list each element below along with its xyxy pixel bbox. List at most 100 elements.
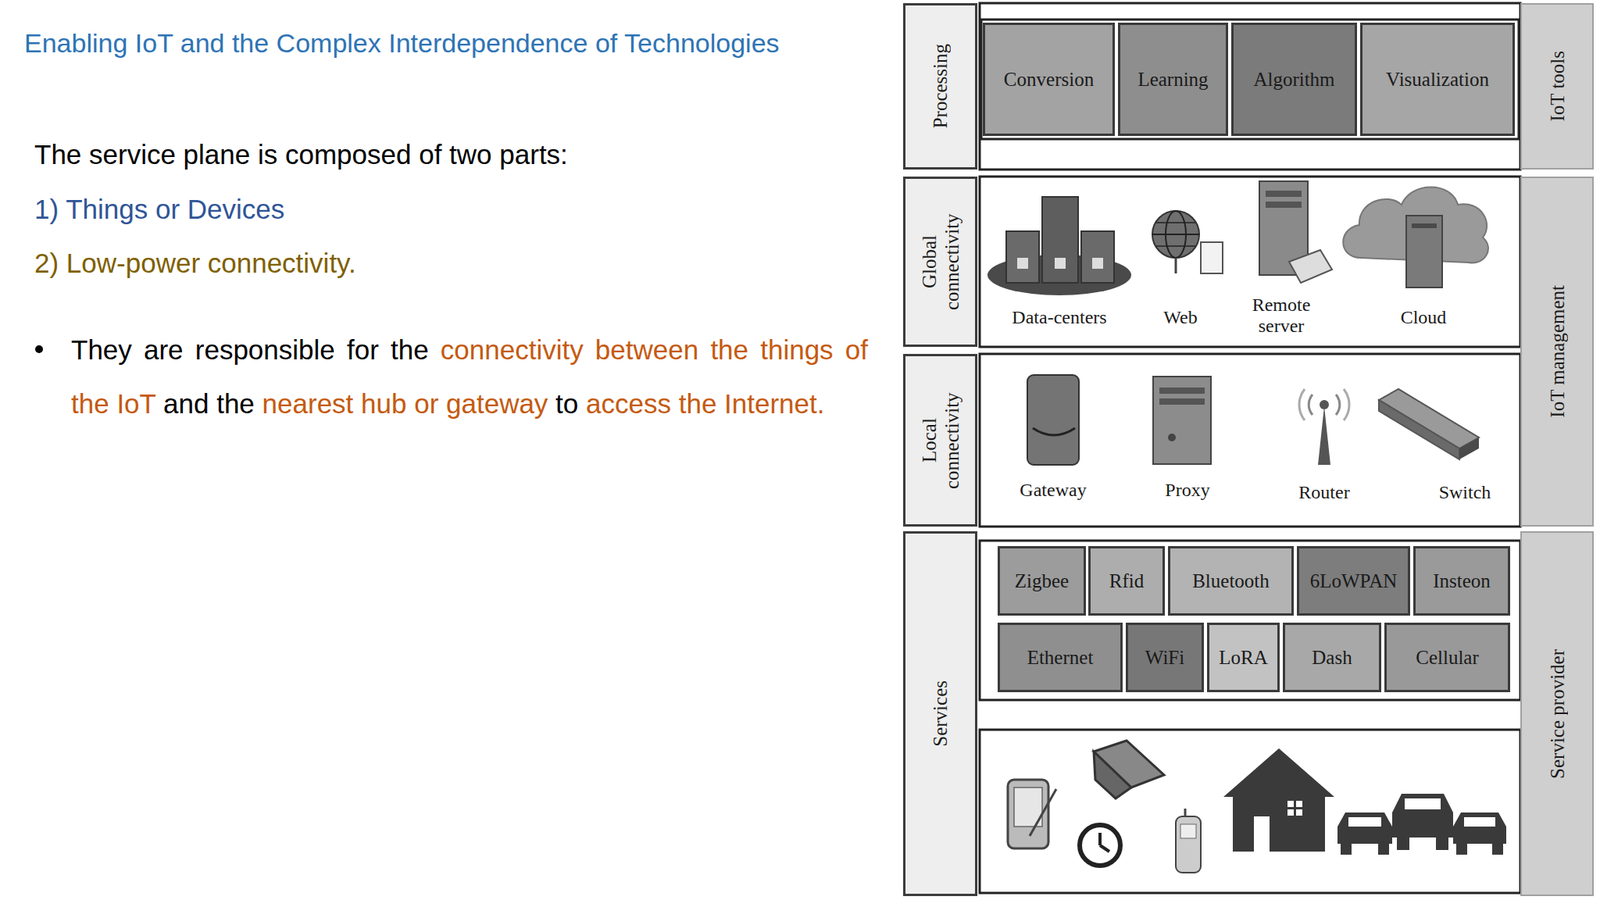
- phone-body: [1175, 816, 1201, 873]
- list-item: 2) Low-power connectivity.: [34, 246, 357, 281]
- box-label: WiFi: [1145, 646, 1185, 669]
- bullet-highlight: nearest hub or gateway: [262, 388, 549, 419]
- switch-front: [1378, 400, 1460, 460]
- signal-wave: [1343, 389, 1350, 421]
- globe: [1152, 210, 1200, 258]
- pda-icon: [1007, 779, 1057, 849]
- bullet-text: They are responsible for the: [71, 334, 429, 365]
- rack-panel: [1092, 257, 1104, 269]
- remote-server-icon: [1259, 181, 1333, 283]
- switch-icon: [1378, 389, 1479, 460]
- gateway-icon: [1027, 375, 1079, 465]
- car-window: [1404, 798, 1441, 810]
- drive-bay: [1265, 190, 1302, 197]
- box-label: LoRA: [1218, 646, 1268, 669]
- signal-wave: [1299, 389, 1305, 421]
- processing-panel: [979, 3, 1521, 170]
- layer-band: Services: [903, 531, 978, 897]
- box-label: Cellular: [1415, 646, 1479, 669]
- icon-caption: Web: [1141, 307, 1220, 329]
- clock-icon: [1079, 825, 1121, 866]
- side-band: IoT tools: [1520, 3, 1594, 170]
- window-pane: [1296, 809, 1303, 816]
- box-label: Ethernet: [1027, 646, 1094, 669]
- web-device: [1200, 242, 1223, 274]
- box-label: Bluetooth: [1192, 569, 1270, 593]
- layer-band: Global connectivity: [903, 176, 978, 347]
- server-rack: [1081, 231, 1115, 283]
- cloud-server: [1406, 215, 1443, 288]
- body-text: The service plane is composed of two par…: [34, 137, 568, 172]
- phone-screen: [1180, 824, 1197, 839]
- protocol-box: Cellular: [1384, 622, 1511, 693]
- protocol-box: Zigbee: [997, 546, 1086, 616]
- protocol-panel: [979, 540, 1521, 700]
- clock-hand: [1098, 832, 1102, 846]
- car-icon: [1392, 793, 1454, 850]
- phone-antenna: [1184, 808, 1187, 818]
- antenna-tip: [1319, 400, 1329, 410]
- proxy-icon: [1153, 376, 1211, 465]
- proxy-body: [1153, 376, 1211, 465]
- local-panel: [979, 353, 1521, 527]
- car-window: [1464, 817, 1496, 827]
- car-wheel: [1340, 843, 1352, 855]
- icon-caption: Gateway: [998, 479, 1108, 501]
- band-label: IoT tools: [1546, 50, 1569, 122]
- car-body: [1337, 812, 1393, 844]
- drive-bay: [1265, 201, 1302, 208]
- window-pane: [1296, 800, 1303, 808]
- window-pane: [1287, 800, 1294, 808]
- clock-hand: [1100, 845, 1110, 852]
- icon-caption: Data-centers: [992, 307, 1126, 329]
- house-body: [1223, 748, 1335, 852]
- layer-band: Processing: [903, 3, 978, 170]
- band-label: IoT management: [1546, 285, 1569, 418]
- layer-band: Local connectivity: [903, 353, 978, 527]
- drive-bay: [1159, 387, 1205, 394]
- clock-face: [1079, 825, 1121, 866]
- band-label: Services: [928, 680, 952, 747]
- globe-line: [1156, 245, 1196, 247]
- rack-panel: [1017, 257, 1029, 269]
- antenna-mast: [1317, 406, 1331, 465]
- icon-caption: Router: [1277, 482, 1372, 504]
- protocol-box: WiFi: [1125, 622, 1204, 693]
- globe-line: [1156, 221, 1196, 224]
- laptop-icon: [1093, 740, 1165, 799]
- tool-box: Visualization: [1360, 22, 1515, 136]
- cloud-icon: [1342, 187, 1489, 289]
- protocol-box: Insteon: [1413, 546, 1511, 616]
- side-band: Service provider: [1520, 531, 1594, 897]
- tool-box: Learning: [1117, 22, 1229, 136]
- router-icon: [1299, 389, 1350, 465]
- processing-frame: [981, 19, 1519, 140]
- box-label: 6LoWPAN: [1310, 569, 1398, 593]
- protocol-box: LoRA: [1207, 622, 1280, 693]
- car-wheel: [1378, 843, 1390, 855]
- icon-caption: Proxy: [1140, 479, 1235, 501]
- window-pane: [1287, 809, 1294, 816]
- web-icon: [1152, 210, 1223, 274]
- globe-stand: [1175, 257, 1178, 274]
- tool-box: Algorithm: [1231, 22, 1358, 136]
- box-label: Algorithm: [1253, 67, 1335, 91]
- tool-box: Conversion: [982, 22, 1115, 136]
- box-label: Conversion: [1003, 67, 1094, 91]
- switch-side: [1459, 437, 1479, 460]
- car-icon: [1453, 812, 1507, 855]
- car-icon: [1337, 812, 1393, 855]
- box-label: Insteon: [1432, 569, 1491, 593]
- phone-icon: [1175, 808, 1201, 873]
- icon-caption: Cloud: [1376, 307, 1471, 329]
- gateway-band: [1032, 428, 1075, 436]
- slide-title: Enabling IoT and the Complex Interdepend…: [24, 25, 780, 61]
- global-panel: [979, 176, 1521, 347]
- protocol-box: 6LoWPAN: [1296, 546, 1411, 616]
- bullet-paragraph: They are responsible for the connectivit…: [71, 322, 868, 431]
- car-body: [1392, 793, 1454, 838]
- signal-wave: [1308, 394, 1313, 415]
- stylus: [1029, 789, 1057, 836]
- house-door: [1253, 816, 1270, 852]
